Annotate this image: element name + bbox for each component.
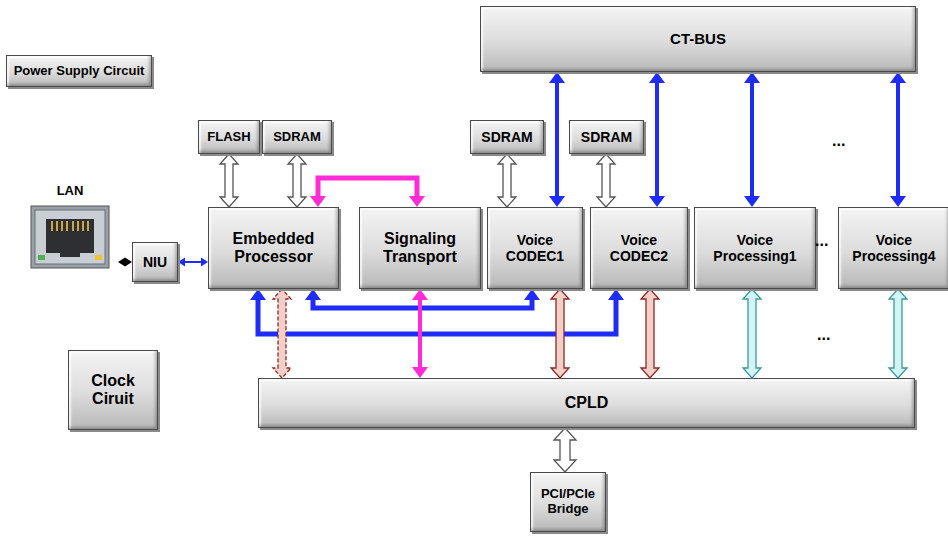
memory-box: SDRAM [470, 120, 544, 154]
connector-arrow [305, 289, 540, 308]
connector-arrow [743, 289, 761, 378]
bridge-box: PCI/PCIe Bridge [530, 472, 606, 532]
node-label: Voice CODEC2 [591, 232, 687, 264]
connector-arrow [178, 258, 208, 267]
node-label: SDRAM [270, 130, 324, 145]
connector-arrow [412, 289, 428, 378]
connector-arrow [890, 72, 906, 207]
node-label: NIU [140, 254, 170, 270]
connector-arrow [118, 258, 132, 267]
dsp-box: Voice Processing1 [694, 207, 816, 289]
connector-arrow [310, 178, 425, 207]
node-label: Voice CODEC1 [488, 232, 582, 264]
power-box: Power Supply Circuit [6, 55, 152, 87]
connector-arrow [889, 289, 907, 378]
connector-arrow [554, 428, 576, 472]
connector-arrow [273, 289, 291, 378]
memory-box: SDRAM [569, 120, 644, 154]
ellipsis-label: ... [832, 132, 845, 150]
connector-arrow [551, 289, 569, 378]
node-label: SDRAM [578, 129, 635, 145]
node-label: Power Supply Circuit [11, 64, 148, 79]
node-label: PCI/PCIe Bridge [531, 487, 605, 517]
node-label: CPLD [562, 394, 612, 412]
connector-arrow [250, 289, 624, 334]
signaling-box: Signaling Transport [359, 207, 481, 289]
ellipsis-label: ... [815, 232, 828, 250]
connector-arrow [220, 154, 238, 207]
clock-box: Clock Ciruit [68, 350, 158, 430]
connector-arrow [641, 289, 659, 378]
connector-arrow [744, 72, 760, 207]
cpld-band: CPLD [258, 378, 915, 428]
codec-box: Voice CODEC2 [590, 207, 688, 289]
connector-arrow [498, 154, 516, 207]
node-label: SDRAM [478, 129, 535, 145]
bus-band: CT-BUS [480, 6, 916, 72]
memory-box: SDRAM [262, 120, 332, 154]
node-label: FLASH [204, 130, 253, 145]
processor-box: Embedded Processor [208, 207, 339, 289]
node-label: Embedded Processor [209, 230, 338, 267]
node-label: LAN [54, 184, 87, 199]
lan-port: LAN [22, 184, 118, 276]
connector-arrow [597, 154, 615, 207]
node-label: Clock Ciruit [69, 372, 157, 409]
memory-box: FLASH [198, 120, 260, 154]
node-label: Voice Processing1 [695, 232, 815, 264]
node-label: Voice Processing4 [839, 232, 948, 264]
connector-arrow [288, 154, 306, 207]
codec-box: Voice CODEC1 [487, 207, 583, 289]
dsp-box: Voice Processing4 [838, 207, 948, 289]
interface-box: NIU [132, 242, 178, 282]
rj45-jack-icon [30, 205, 110, 269]
node-label: Signaling Transport [360, 230, 480, 267]
ellipsis-label: ... [817, 326, 830, 344]
node-label: CT-BUS [667, 30, 729, 47]
connector-arrow [649, 72, 665, 207]
connector-arrow [549, 72, 565, 207]
